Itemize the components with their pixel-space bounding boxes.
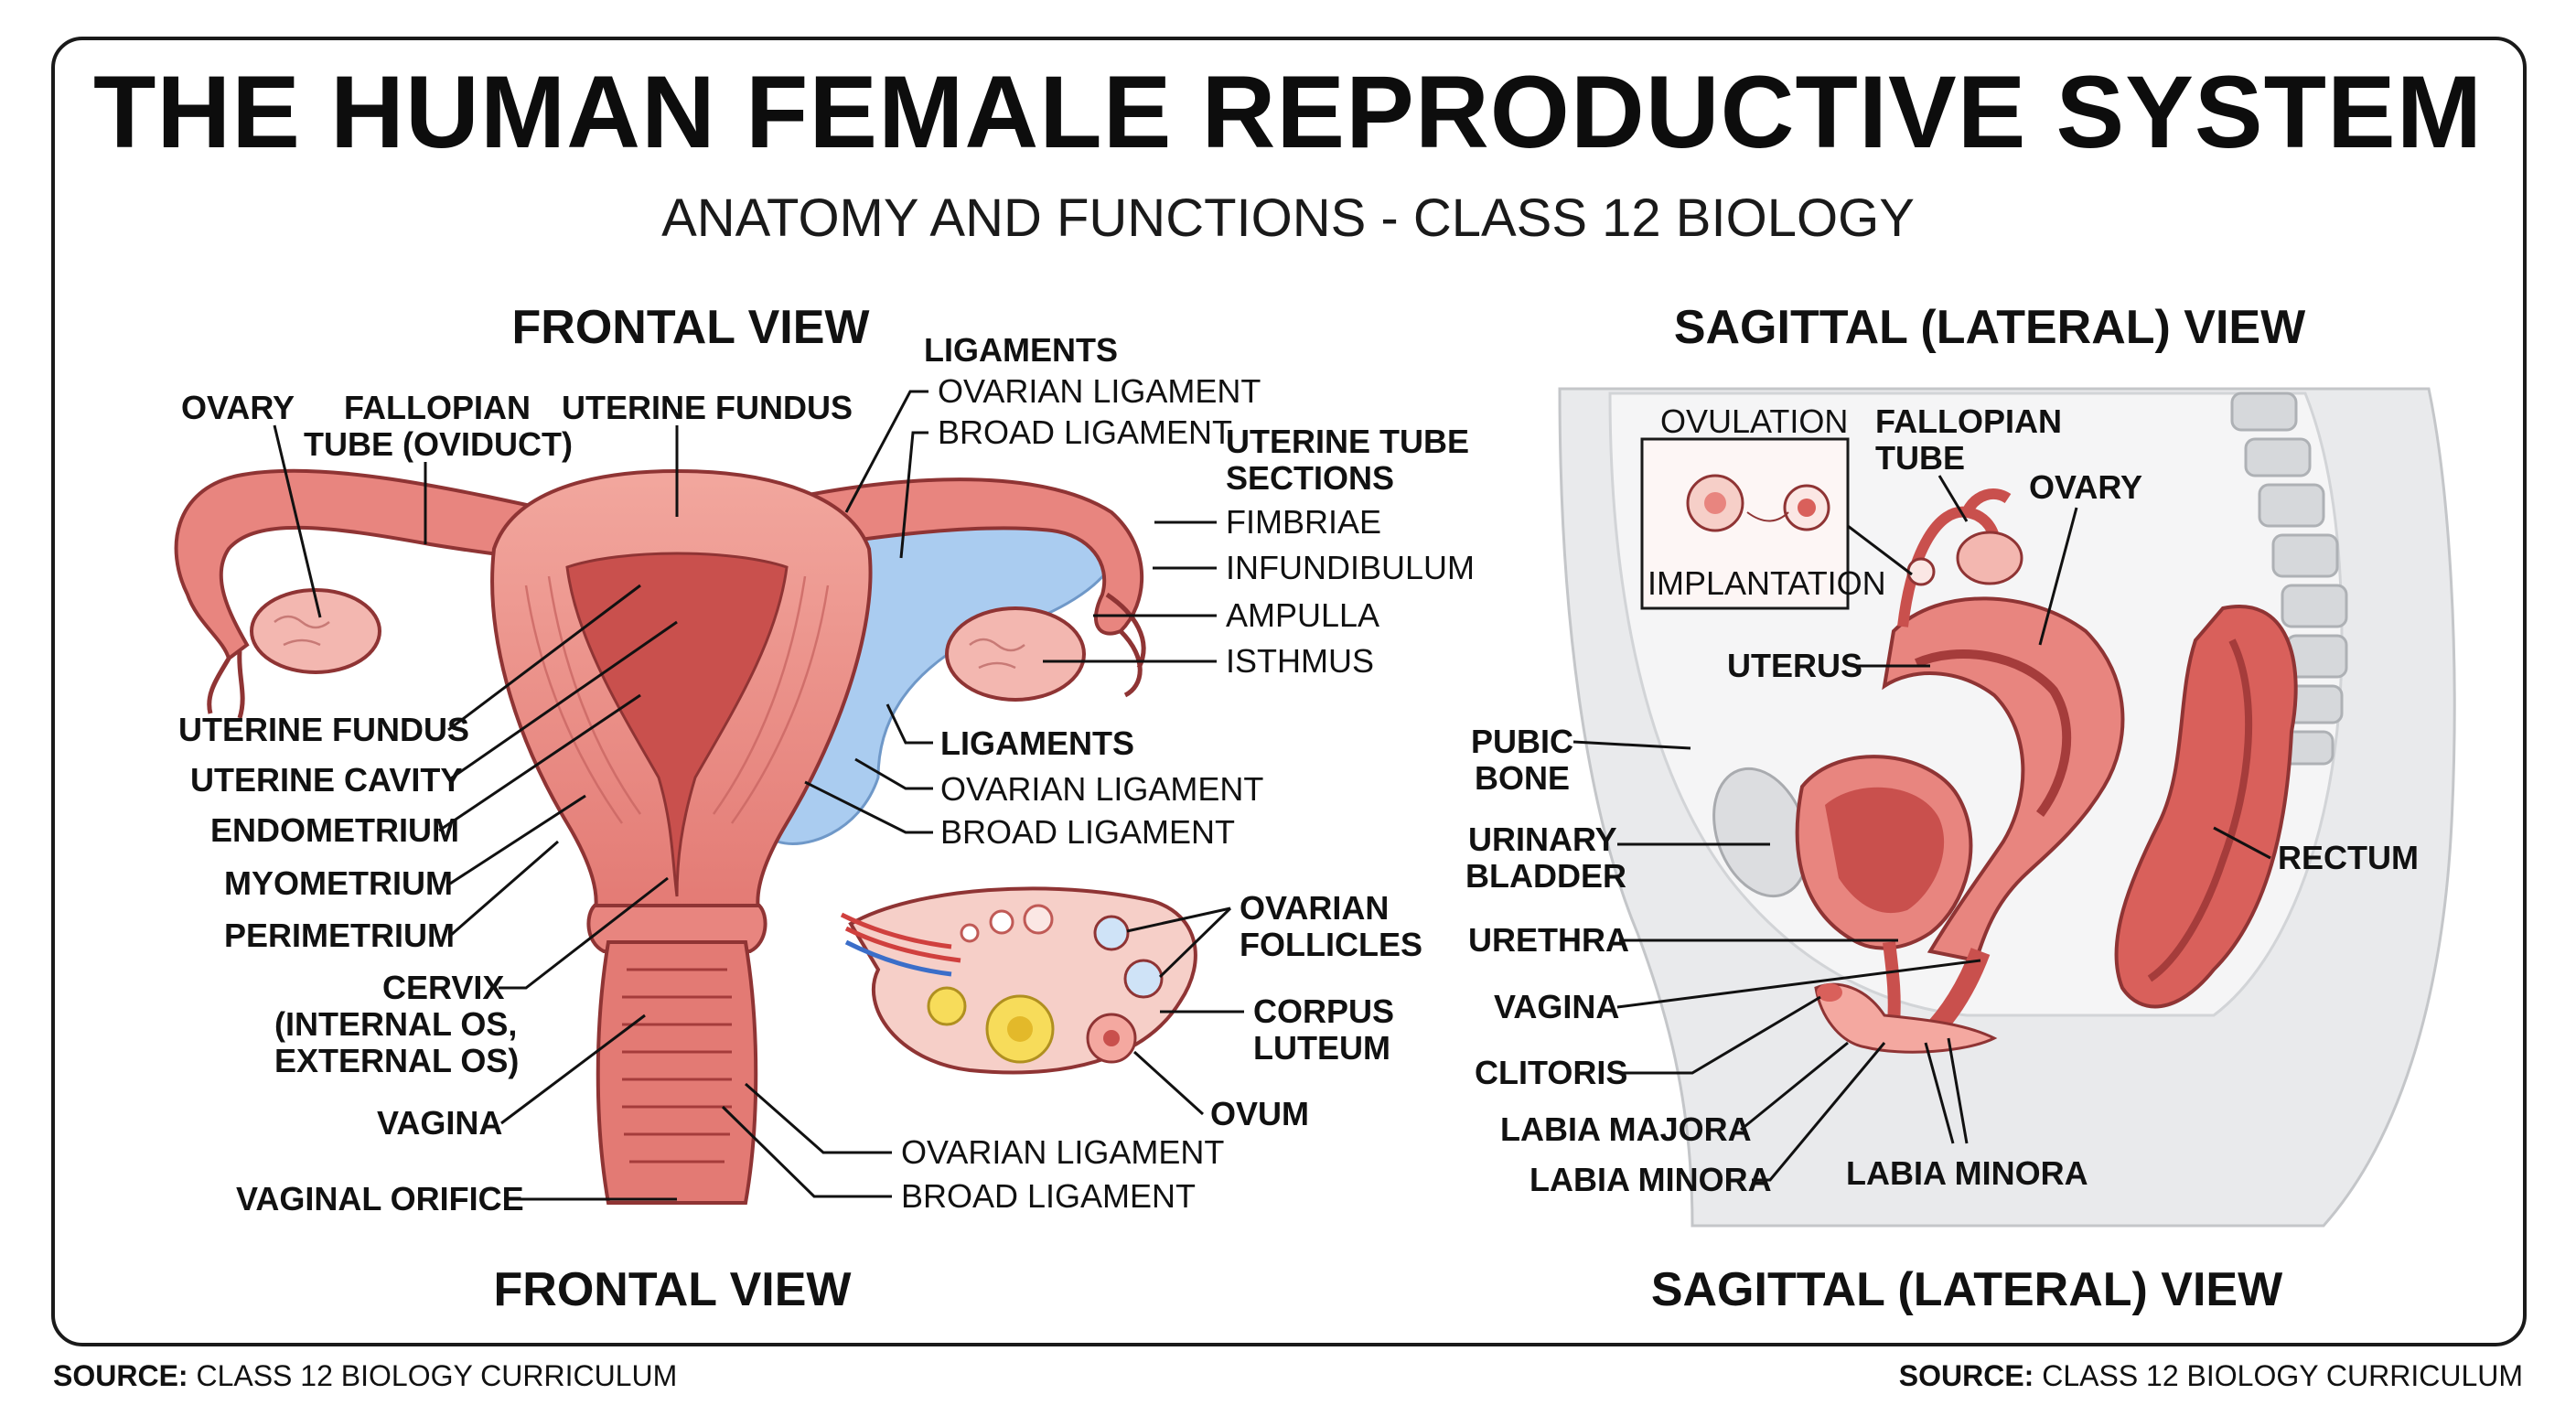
urethra-channel <box>1883 941 1901 1025</box>
page-title: THE HUMAN FEMALE REPRODUCTIVE SYSTEM <box>92 55 2484 169</box>
label-corpus-luteum-line2: LUTEUM <box>1253 1029 1390 1067</box>
footer-source-right-value: CLASS 12 BIOLOGY CURRICULUM <box>2042 1359 2523 1392</box>
label-bladder-line2: BLADDER <box>1465 857 1626 895</box>
label-uterus: UTERUS <box>1727 647 1862 684</box>
label-ovarian-ligament-bottom: OVARIAN LIGAMENT <box>901 1133 1224 1171</box>
label-myometrium: MYOMETRIUM <box>224 864 453 902</box>
sagittal-view-heading: SAGITTAL (LATERAL) VIEW <box>1673 301 2306 354</box>
spine <box>2230 391 2348 766</box>
ovary-cross-section <box>840 886 1197 1075</box>
right-ovary <box>945 606 1086 702</box>
footer-source-left-value: CLASS 12 BIOLOGY CURRICULUM <box>196 1359 678 1392</box>
page-subtitle: ANATOMY AND FUNCTIONS - CLASS 12 BIOLOGY <box>661 188 1915 248</box>
footer-source-right-key: SOURCE: <box>1898 1359 2034 1392</box>
frontal-labels: OVARY FALLOPIAN TUBE (OVIDUCT) UTERINE F… <box>178 331 1475 1217</box>
sagittal-labels: FALLOPIAN TUBE OVARY UTERUS PUBIC BONE U… <box>1465 402 2419 1198</box>
label-endometrium: ENDOMETRIUM <box>210 811 459 849</box>
label-ovary-sagittal: OVARY <box>2029 468 2142 506</box>
label-corpus-luteum-line1: CORPUS <box>1253 992 1394 1030</box>
label-tube-sections-line1: UTERINE TUBE <box>1226 423 1469 460</box>
label-vagina: VAGINA <box>377 1104 502 1142</box>
label-uterine-fundus-top: UTERINE FUNDUS <box>562 389 853 426</box>
label-labia-minora-left: LABIA MINORA <box>1530 1161 1772 1198</box>
footer-source-left-key: SOURCE: <box>53 1359 188 1392</box>
label-fallopian-line2: TUBE (OVIDUCT) <box>304 425 573 463</box>
ovulation-inset: OVULATION IMPLANTATION <box>1640 402 1913 610</box>
left-fimbriae <box>207 650 245 719</box>
label-broad-ligament-bottom: BROAD LIGAMENT <box>901 1177 1196 1215</box>
label-ovarian-ligament-mid: OVARIAN LIGAMENT <box>940 770 1263 808</box>
label-broad-ligament-mid: BROAD LIGAMENT <box>940 813 1235 851</box>
footer-source-right: SOURCE: CLASS 12 BIOLOGY CURRICULUM <box>1899 1359 2523 1393</box>
external-genitalia <box>1814 982 1998 1054</box>
label-cervix-line3: EXTERNAL OS) <box>274 1042 519 1079</box>
label-vagina-sagittal: VAGINA <box>1494 988 1619 1025</box>
frontal-view-heading: FRONTAL VIEW <box>511 301 870 354</box>
label-ligaments-mid: LIGAMENTS <box>940 724 1134 762</box>
right-fimbriae <box>1105 592 1146 698</box>
label-perimetrium: PERIMETRIUM <box>224 917 455 954</box>
label-clitoris: CLITORIS <box>1475 1054 1627 1091</box>
label-urethra: URETHRA <box>1468 921 1629 959</box>
label-ovarian-ligament-top: OVARIAN LIGAMENT <box>938 372 1261 410</box>
inset-ovulation-label: OVULATION <box>1660 402 1848 440</box>
label-ligaments-top: LIGAMENTS <box>924 331 1118 369</box>
label-ovary: OVARY <box>181 389 295 426</box>
label-uterine-cavity: UTERINE CAVITY <box>190 761 462 799</box>
frontal-illustration <box>174 468 1146 1205</box>
label-uterine-fundus: UTERINE FUNDUS <box>178 711 469 748</box>
label-broad-ligament-top: BROAD LIGAMENT <box>938 413 1232 451</box>
inset-implantation-label: IMPLANTATION <box>1648 564 1886 602</box>
label-pubic-bone-line1: PUBIC <box>1471 723 1573 760</box>
sagittal-view-caption: SAGITTAL (LATERAL) VIEW <box>1650 1263 2283 1316</box>
uterine-cavity <box>565 552 789 897</box>
left-ovary <box>250 588 381 674</box>
frontal-view-caption: FRONTAL VIEW <box>493 1263 852 1316</box>
clitoris-shape <box>1817 983 1842 1002</box>
label-labia-majora: LABIA MAJORA <box>1500 1110 1752 1148</box>
label-infundibulum: INFUNDIBULUM <box>1226 549 1475 586</box>
ovary-sagittal <box>1956 531 2023 585</box>
label-rectum: RECTUM <box>2278 839 2419 876</box>
label-isthmus: ISTHMUS <box>1226 642 1374 680</box>
myometrium-striations <box>524 575 830 824</box>
footer-source-left: SOURCE: CLASS 12 BIOLOGY CURRICULUM <box>53 1359 677 1393</box>
label-pubic-bone-line2: BONE <box>1475 759 1570 797</box>
label-tube-sections-line2: SECTIONS <box>1226 459 1394 497</box>
uterus-sagittal <box>1882 596 2125 963</box>
vagina-tube <box>596 940 758 1205</box>
label-fallopian-tube-line1: FALLOPIAN <box>1875 402 2062 440</box>
label-cervix-line2: (INTERNAL OS, <box>274 1005 517 1043</box>
cervix <box>586 904 767 953</box>
label-cervix-line1: CERVIX <box>382 969 504 1006</box>
label-fimbriae: FIMBRIAE <box>1226 503 1381 541</box>
label-fallopian-tube-line2: TUBE <box>1875 439 1965 477</box>
label-ovum: OVUM <box>1210 1095 1309 1132</box>
label-ampulla: AMPULLA <box>1226 596 1379 634</box>
label-ovarian-follicles-line2: FOLLICLES <box>1240 926 1422 963</box>
label-fallopian-line1: FALLOPIAN <box>344 389 531 426</box>
label-ovarian-follicles-line1: OVARIAN <box>1240 889 1389 927</box>
label-labia-minora-right: LABIA MINORA <box>1846 1154 2088 1192</box>
vaginal-rugae <box>622 968 732 1164</box>
label-bladder-line1: URINARY <box>1468 820 1617 858</box>
label-vaginal-orifice: VAGINAL ORIFICE <box>236 1180 524 1217</box>
